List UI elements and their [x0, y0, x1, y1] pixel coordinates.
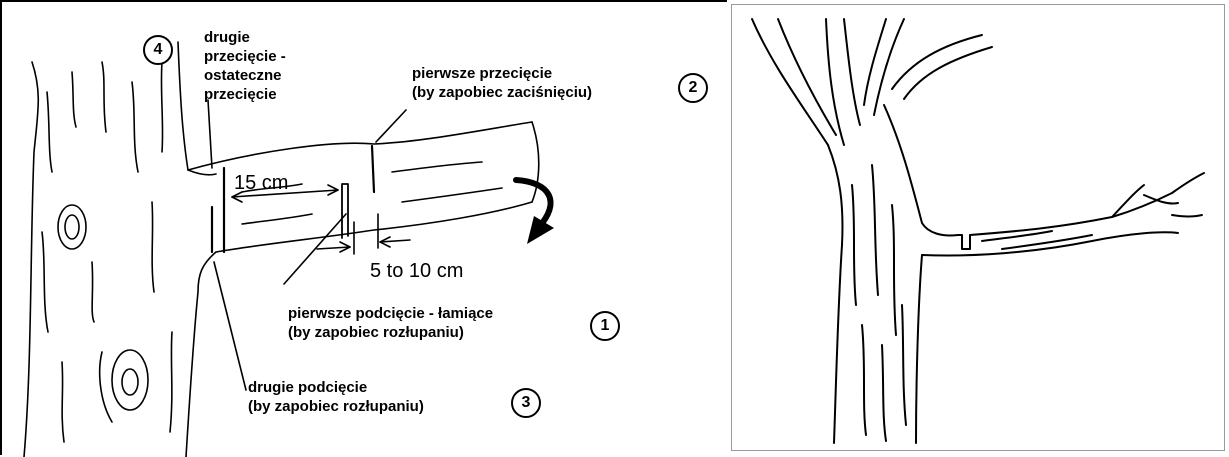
label-second-cut-final: drugie przecięcie - ostateczne przecięci…: [204, 28, 286, 104]
measurement-5-to-10cm: 5 to 10 cm: [370, 260, 463, 282]
label-first-cut: pierwsze przecięcie (by zapobiec zaciśni…: [412, 64, 592, 102]
tree-sketch-illustration: [732, 5, 1226, 452]
pruning-steps-diagram: drugie przecięcie - ostateczne przecięci…: [0, 0, 727, 455]
label-second-undercut: drugie podcięcie (by zapobiec rozłupaniu…: [248, 378, 424, 416]
step-badge-2: 2: [678, 73, 708, 103]
label-first-undercut: pierwsze podcięcie - łamiące (by zapobie…: [288, 304, 493, 342]
step-badge-4: 4: [143, 35, 173, 65]
step-badge-1: 1: [590, 311, 620, 341]
tree-branch-sketch: [731, 4, 1225, 451]
step-badge-3: 3: [511, 388, 541, 418]
measurement-15cm: 15 cm: [234, 172, 288, 194]
